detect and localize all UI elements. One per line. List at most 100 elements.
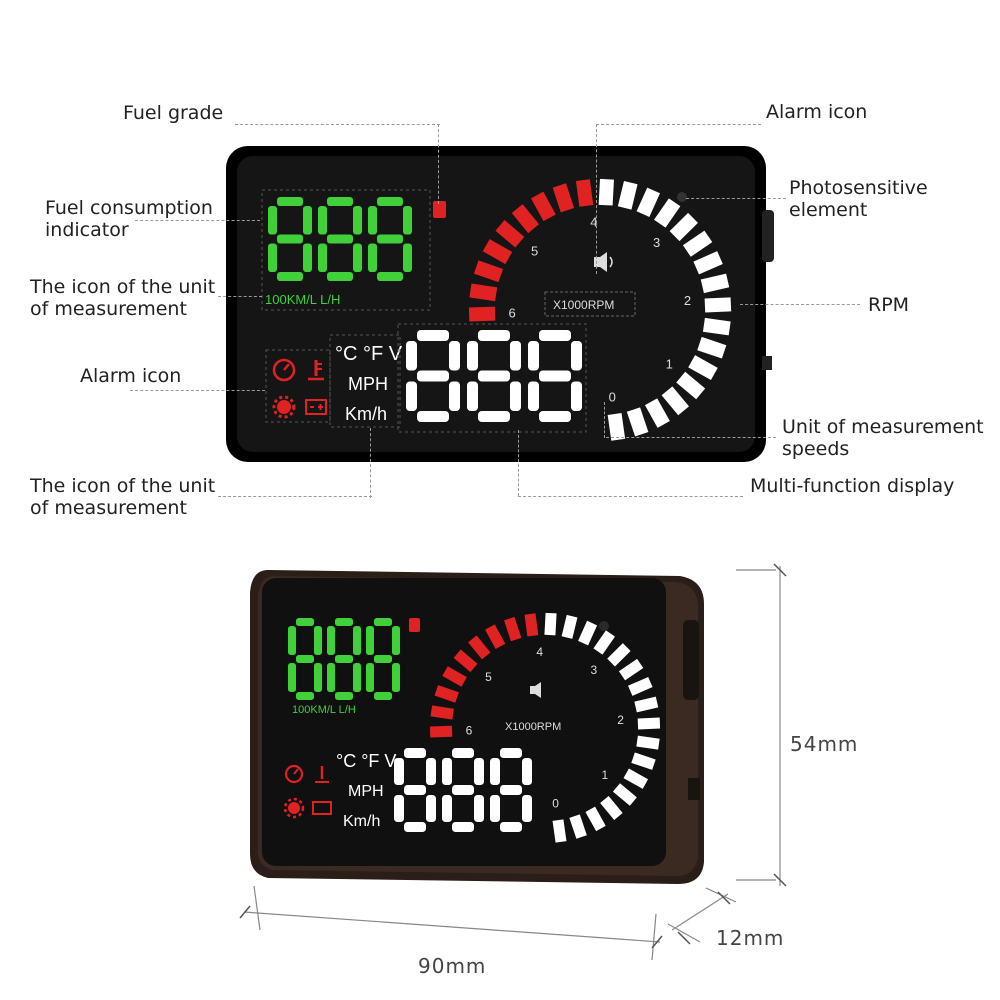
rpm-segment (661, 386, 689, 416)
digit-segment (403, 206, 412, 235)
digit-segment (327, 626, 335, 655)
rpm-segment (453, 649, 478, 673)
digit-segment (377, 197, 403, 206)
mph-label: MPH (348, 374, 388, 394)
digit-segment (500, 785, 522, 795)
rpm-segment (524, 613, 539, 637)
speaker-icon-2 (530, 682, 541, 698)
digit-segment (571, 381, 582, 411)
digit-segment (522, 795, 532, 822)
rpm-segment (598, 178, 614, 206)
digit-segment (366, 663, 374, 692)
rpm-segment (430, 705, 454, 720)
rpm-segment (468, 306, 496, 322)
rpm-tick-label: 5 (485, 670, 492, 684)
digit-segment (335, 655, 353, 663)
engine-gear-icon-2 (283, 797, 305, 819)
rpm-tick-label: 0 (552, 796, 559, 810)
digit-segment (394, 758, 404, 785)
digit-segment (368, 243, 377, 272)
rpm-segment (682, 230, 713, 257)
callout-multi-function: Multi-function display (750, 475, 955, 497)
rpm-segment (504, 616, 522, 642)
speed-digit-2-1 (394, 748, 436, 832)
digit-segment (374, 692, 392, 700)
rpm-tick-label: 6 (466, 724, 473, 738)
digit-segment (522, 758, 532, 785)
digit-segment (478, 330, 510, 341)
rpm-unit-label: X1000RPM (553, 298, 614, 312)
rpm-segment (636, 735, 660, 750)
digit-segment (426, 795, 436, 822)
rpm-unit-label-2: X1000RPM (505, 721, 561, 733)
fuel-digit-1 (268, 197, 312, 281)
digit-segment (500, 748, 522, 758)
digit-segment (404, 748, 426, 758)
rpm-segment (626, 407, 649, 437)
speedometer-icon (272, 358, 296, 382)
fuel-pump-icon (433, 201, 446, 218)
rpm-segment (618, 658, 644, 681)
digit-segment (268, 206, 277, 235)
digit-segment (314, 626, 322, 655)
speaker-icon (594, 252, 613, 272)
fuel-consumption-digits (268, 197, 412, 281)
digit-segment (403, 243, 412, 272)
digit-segment (314, 663, 322, 692)
digit-segment (442, 795, 452, 822)
rpm-segment (607, 643, 631, 667)
rpm-segment (688, 355, 718, 381)
digit-segment (467, 341, 478, 371)
temp-units-label-2: °C °F V (336, 751, 396, 771)
digit-segment (452, 748, 474, 758)
fuel-digit-2-2 (327, 618, 361, 700)
digit-segment (353, 626, 361, 655)
rpm-segment (612, 783, 637, 806)
digit-segment (303, 206, 312, 235)
rpm-segment (700, 273, 730, 294)
digit-segment (327, 663, 335, 692)
digit-segment (296, 618, 314, 626)
digit-segment (288, 626, 296, 655)
speed-digit-3 (528, 330, 582, 422)
rpm-tick-label: 4 (590, 215, 597, 230)
digit-segment (442, 758, 452, 785)
digit-segment (539, 330, 571, 341)
digit-segment (452, 785, 474, 795)
kmh-label-2: Km/h (343, 813, 380, 830)
digit-segment (296, 655, 314, 663)
digit-segment (374, 618, 392, 626)
digit-segment (335, 692, 353, 700)
digit-segment (417, 330, 449, 341)
digit-segment (539, 370, 571, 382)
digit-segment (417, 370, 449, 382)
digit-segment (404, 822, 426, 832)
rpm-segment (482, 239, 513, 265)
digit-segment (392, 663, 400, 692)
fuel-pump-icon-2 (409, 618, 420, 632)
digit-segment (327, 272, 353, 281)
digit-segment (467, 381, 478, 411)
digit-segment (296, 692, 314, 700)
digit-segment (539, 411, 571, 422)
rpm-segment (704, 297, 732, 313)
rpm-arc-2 (429, 612, 661, 843)
coolant-temp-icon (308, 360, 324, 381)
rpm-segment (468, 635, 491, 660)
speedometer-icon-2 (284, 764, 304, 784)
engine-gear-icon (272, 395, 296, 419)
digit-segment (478, 370, 510, 382)
digit-segment (353, 243, 362, 272)
digit-segment (327, 234, 353, 244)
digit-segment (406, 341, 417, 371)
fuel-units-label: 100KM/L L/H (265, 292, 340, 307)
rpm-segment (702, 317, 731, 336)
rpm-tick-label: 1 (666, 357, 673, 372)
digit-segment (474, 758, 484, 785)
rpm-segment (669, 212, 698, 242)
digit-segment (478, 411, 510, 422)
rpm-segment (644, 398, 670, 428)
